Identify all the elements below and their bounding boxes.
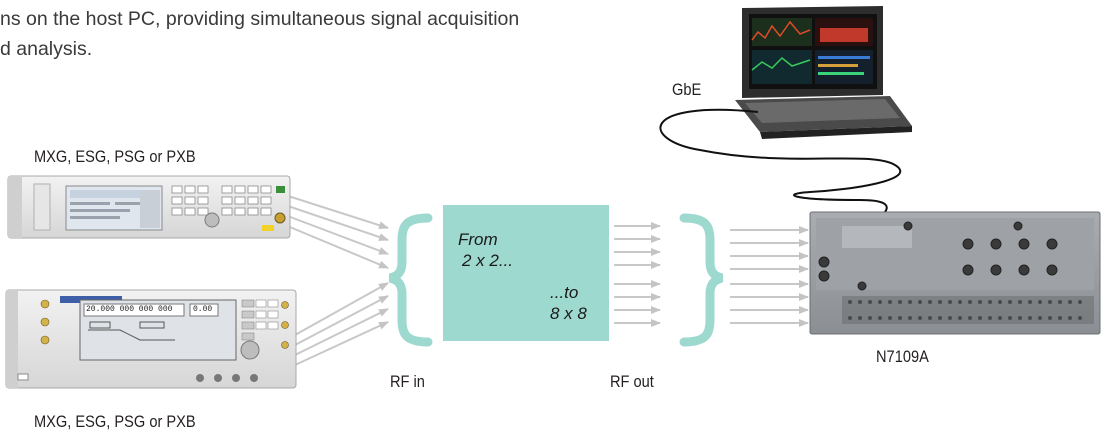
receiver-n7109a bbox=[809, 211, 1101, 335]
rf-out-brace bbox=[679, 213, 724, 347]
rf-out-label: RF out bbox=[610, 372, 654, 391]
box-from-label: From bbox=[458, 230, 498, 249]
box-to-value: 8 x 8 bbox=[550, 304, 587, 323]
gbe-label: GbE bbox=[672, 80, 702, 99]
intro-line-1: ns on the host PC, providing simultaneou… bbox=[0, 8, 520, 30]
rf-in-brace bbox=[388, 213, 433, 347]
box-from-value: 2 x 2... bbox=[462, 251, 514, 270]
laptop-icon bbox=[735, 6, 912, 139]
bottom-signal-generator bbox=[5, 289, 297, 389]
intro-line-2: d analysis. bbox=[0, 38, 93, 60]
receiver-input-arrows bbox=[730, 226, 809, 327]
generator-level-readout: 0.00 bbox=[193, 305, 213, 314]
top-generators-label: MXG, ESG, PSG or PXB bbox=[34, 147, 196, 166]
rf-out-arrows bbox=[614, 222, 661, 327]
bottom-generators-label: MXG, ESG, PSG or PXB bbox=[34, 412, 196, 431]
rf-in-label: RF in bbox=[390, 372, 425, 391]
top-signal-generator bbox=[7, 175, 291, 239]
box-to-label: ...to bbox=[550, 283, 579, 302]
receiver-label: N7109A bbox=[876, 347, 929, 366]
gbe-cable bbox=[659, 108, 902, 213]
channel-emulator-box bbox=[443, 205, 609, 341]
intro-paragraph: ns on the host PC, providing simultaneou… bbox=[0, 4, 720, 64]
rf-in-arrows bbox=[284, 194, 389, 366]
generator-frequency-readout: 20.000 000 000 000 bbox=[86, 305, 173, 314]
